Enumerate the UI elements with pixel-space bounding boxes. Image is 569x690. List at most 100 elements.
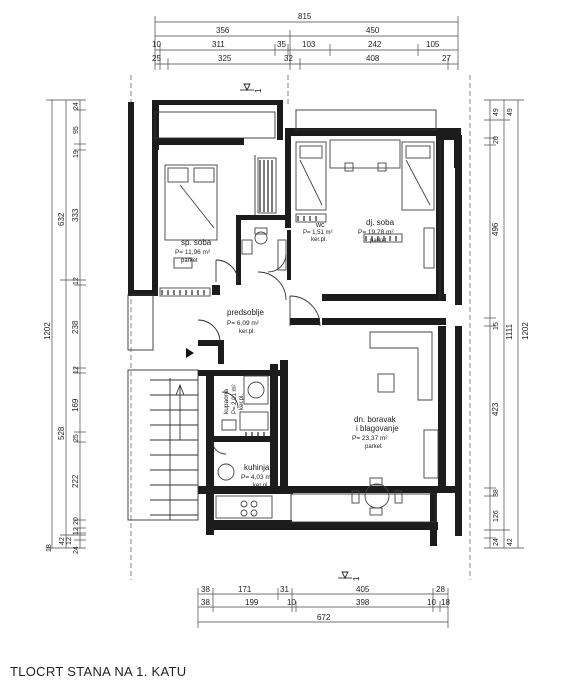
dim-top: 356 [216, 26, 230, 35]
dim-left: 12 [73, 527, 80, 535]
room-area: P= 6,09 m² [227, 320, 260, 327]
room-area: P= 4,03 m² [241, 474, 274, 481]
dim-bottom: 199 [245, 598, 259, 607]
dim-left: 12 [73, 277, 80, 285]
dim-left: 169 [71, 398, 80, 412]
dim-top: 25 [152, 54, 161, 63]
room-wc: wc P= 1,51 m² ker.pl. [303, 222, 333, 243]
outline-dashes [130, 75, 471, 580]
top-dimensions: 815 356 450 10 311 35 103 242 105 25 325… [152, 12, 459, 70]
dim-bottom: 38 [201, 598, 210, 607]
interior-lines [127, 109, 441, 523]
room-name: i blagovanje [356, 424, 399, 433]
room-floor: parket [181, 258, 198, 264]
room-floor: parket [370, 238, 387, 244]
dim-left: 18 [46, 544, 53, 552]
dim-top: 27 [442, 54, 451, 63]
room-kupaona: kupaona P= 2,01 m² ker.pl. [223, 384, 245, 414]
room-name: kuhinja [244, 463, 270, 472]
room-floor: ker.pl. [253, 483, 269, 489]
section-mark-top: 1 [240, 83, 263, 93]
room-name: kupaona [223, 389, 230, 414]
room-floor: ker.pl. [239, 329, 255, 335]
room-area: P= 23,37 m² [352, 435, 388, 442]
dim-bottom-total: 672 [317, 613, 331, 622]
stair-arrow-icon [186, 348, 194, 358]
dim-left: 12 [66, 537, 73, 545]
bottom-dimensions: 38 171 31 405 28 38 199 10 398 10 18 672 [197, 585, 450, 628]
dim-left: 42 [59, 537, 66, 545]
dim-top-total: 815 [298, 12, 312, 21]
dim-right: 15 [493, 322, 500, 330]
dim-bottom: 31 [280, 585, 289, 594]
room-area: P= 1,51 m² [303, 230, 333, 236]
dim-right: 126 [493, 510, 500, 522]
dim-left: 19 [73, 150, 80, 158]
room-boravak: dn. boravak i blagovanje P= 23,37 m² par… [352, 415, 399, 450]
room-name: dj. soba [366, 218, 395, 227]
room-area: P= 11,96 m² [175, 249, 211, 256]
room-floor: parket [365, 444, 382, 450]
dim-right: 42 [507, 538, 514, 546]
dim-top: 35 [277, 40, 286, 49]
room-dj-soba: dj. soba P= 19,78 m² parket [358, 218, 395, 244]
dim-bottom: 405 [356, 585, 370, 594]
dim-right: 1111 [505, 323, 514, 340]
plan-caption: TLOCRT STANA NA 1. KATU [10, 664, 187, 679]
dim-left: 95 [73, 126, 80, 134]
dim-top: 311 [212, 40, 225, 49]
dim-right: 49 [493, 108, 500, 116]
room-area: P= 2,01 m² [232, 384, 238, 414]
dim-right-total: 1202 [521, 322, 530, 340]
dim-left-total: 1202 [43, 322, 52, 340]
dim-top: 450 [366, 26, 380, 35]
dim-right: 38 [493, 489, 500, 497]
dim-left: 20 [73, 517, 80, 525]
room-sp-soba: sp. soba P= 11,96 m² parket [175, 238, 212, 264]
dim-bottom: 38 [201, 585, 210, 594]
dim-top: 105 [426, 40, 440, 49]
dim-bottom: 171 [238, 585, 252, 594]
room-floor: ker.pl. [311, 237, 327, 243]
dim-left: 632 [57, 212, 66, 226]
dim-right: 49 [507, 108, 514, 116]
room-name: wc [315, 222, 325, 229]
dim-right: 20 [493, 136, 500, 144]
section-mark-bottom: 1 [338, 571, 361, 581]
svg-text:1: 1 [352, 576, 361, 581]
furniture [159, 139, 439, 519]
dim-left: 222 [71, 474, 80, 488]
dim-left: 528 [57, 426, 66, 440]
room-area: P= 19,78 m² [358, 229, 394, 236]
dim-bottom: 10 [287, 598, 296, 607]
room-predsoblje: predsoblje P= 6,09 m² ker.pl. [227, 308, 264, 335]
dim-left: 24 [73, 546, 80, 554]
dim-right: 496 [491, 222, 500, 236]
dim-right: 24 [493, 538, 500, 546]
dim-left: 333 [71, 208, 80, 222]
room-kuhinja: kuhinja P= 4,03 m² ker.pl. [241, 463, 274, 489]
wardrobe-hatch [161, 160, 397, 438]
left-dimensions: 1202 632 528 42 18 24 95 19 333 12 238 1… [43, 99, 86, 554]
dim-left: 24 [73, 102, 80, 110]
dim-bottom: 28 [436, 585, 445, 594]
dim-bottom: 18 [441, 598, 450, 607]
room-name: predsoblje [227, 308, 264, 317]
dim-top: 325 [218, 54, 232, 63]
dim-top: 10 [152, 40, 161, 49]
dim-top: 32 [284, 54, 293, 63]
room-name: dn. boravak [354, 415, 397, 424]
dim-right: 423 [491, 402, 500, 416]
room-name: sp. soba [181, 238, 212, 247]
dim-top: 103 [302, 40, 316, 49]
dim-bottom: 398 [356, 598, 370, 607]
dim-left: 12 [73, 366, 80, 374]
dim-left: 238 [71, 320, 80, 334]
dim-left: 25 [73, 434, 80, 442]
dim-bottom: 10 [427, 598, 436, 607]
svg-text:1: 1 [254, 88, 263, 93]
dim-top: 408 [366, 54, 380, 63]
right-dimensions: 49 49 20 496 15 423 38 126 24 42 1111 12… [484, 99, 530, 549]
doors [197, 253, 321, 455]
